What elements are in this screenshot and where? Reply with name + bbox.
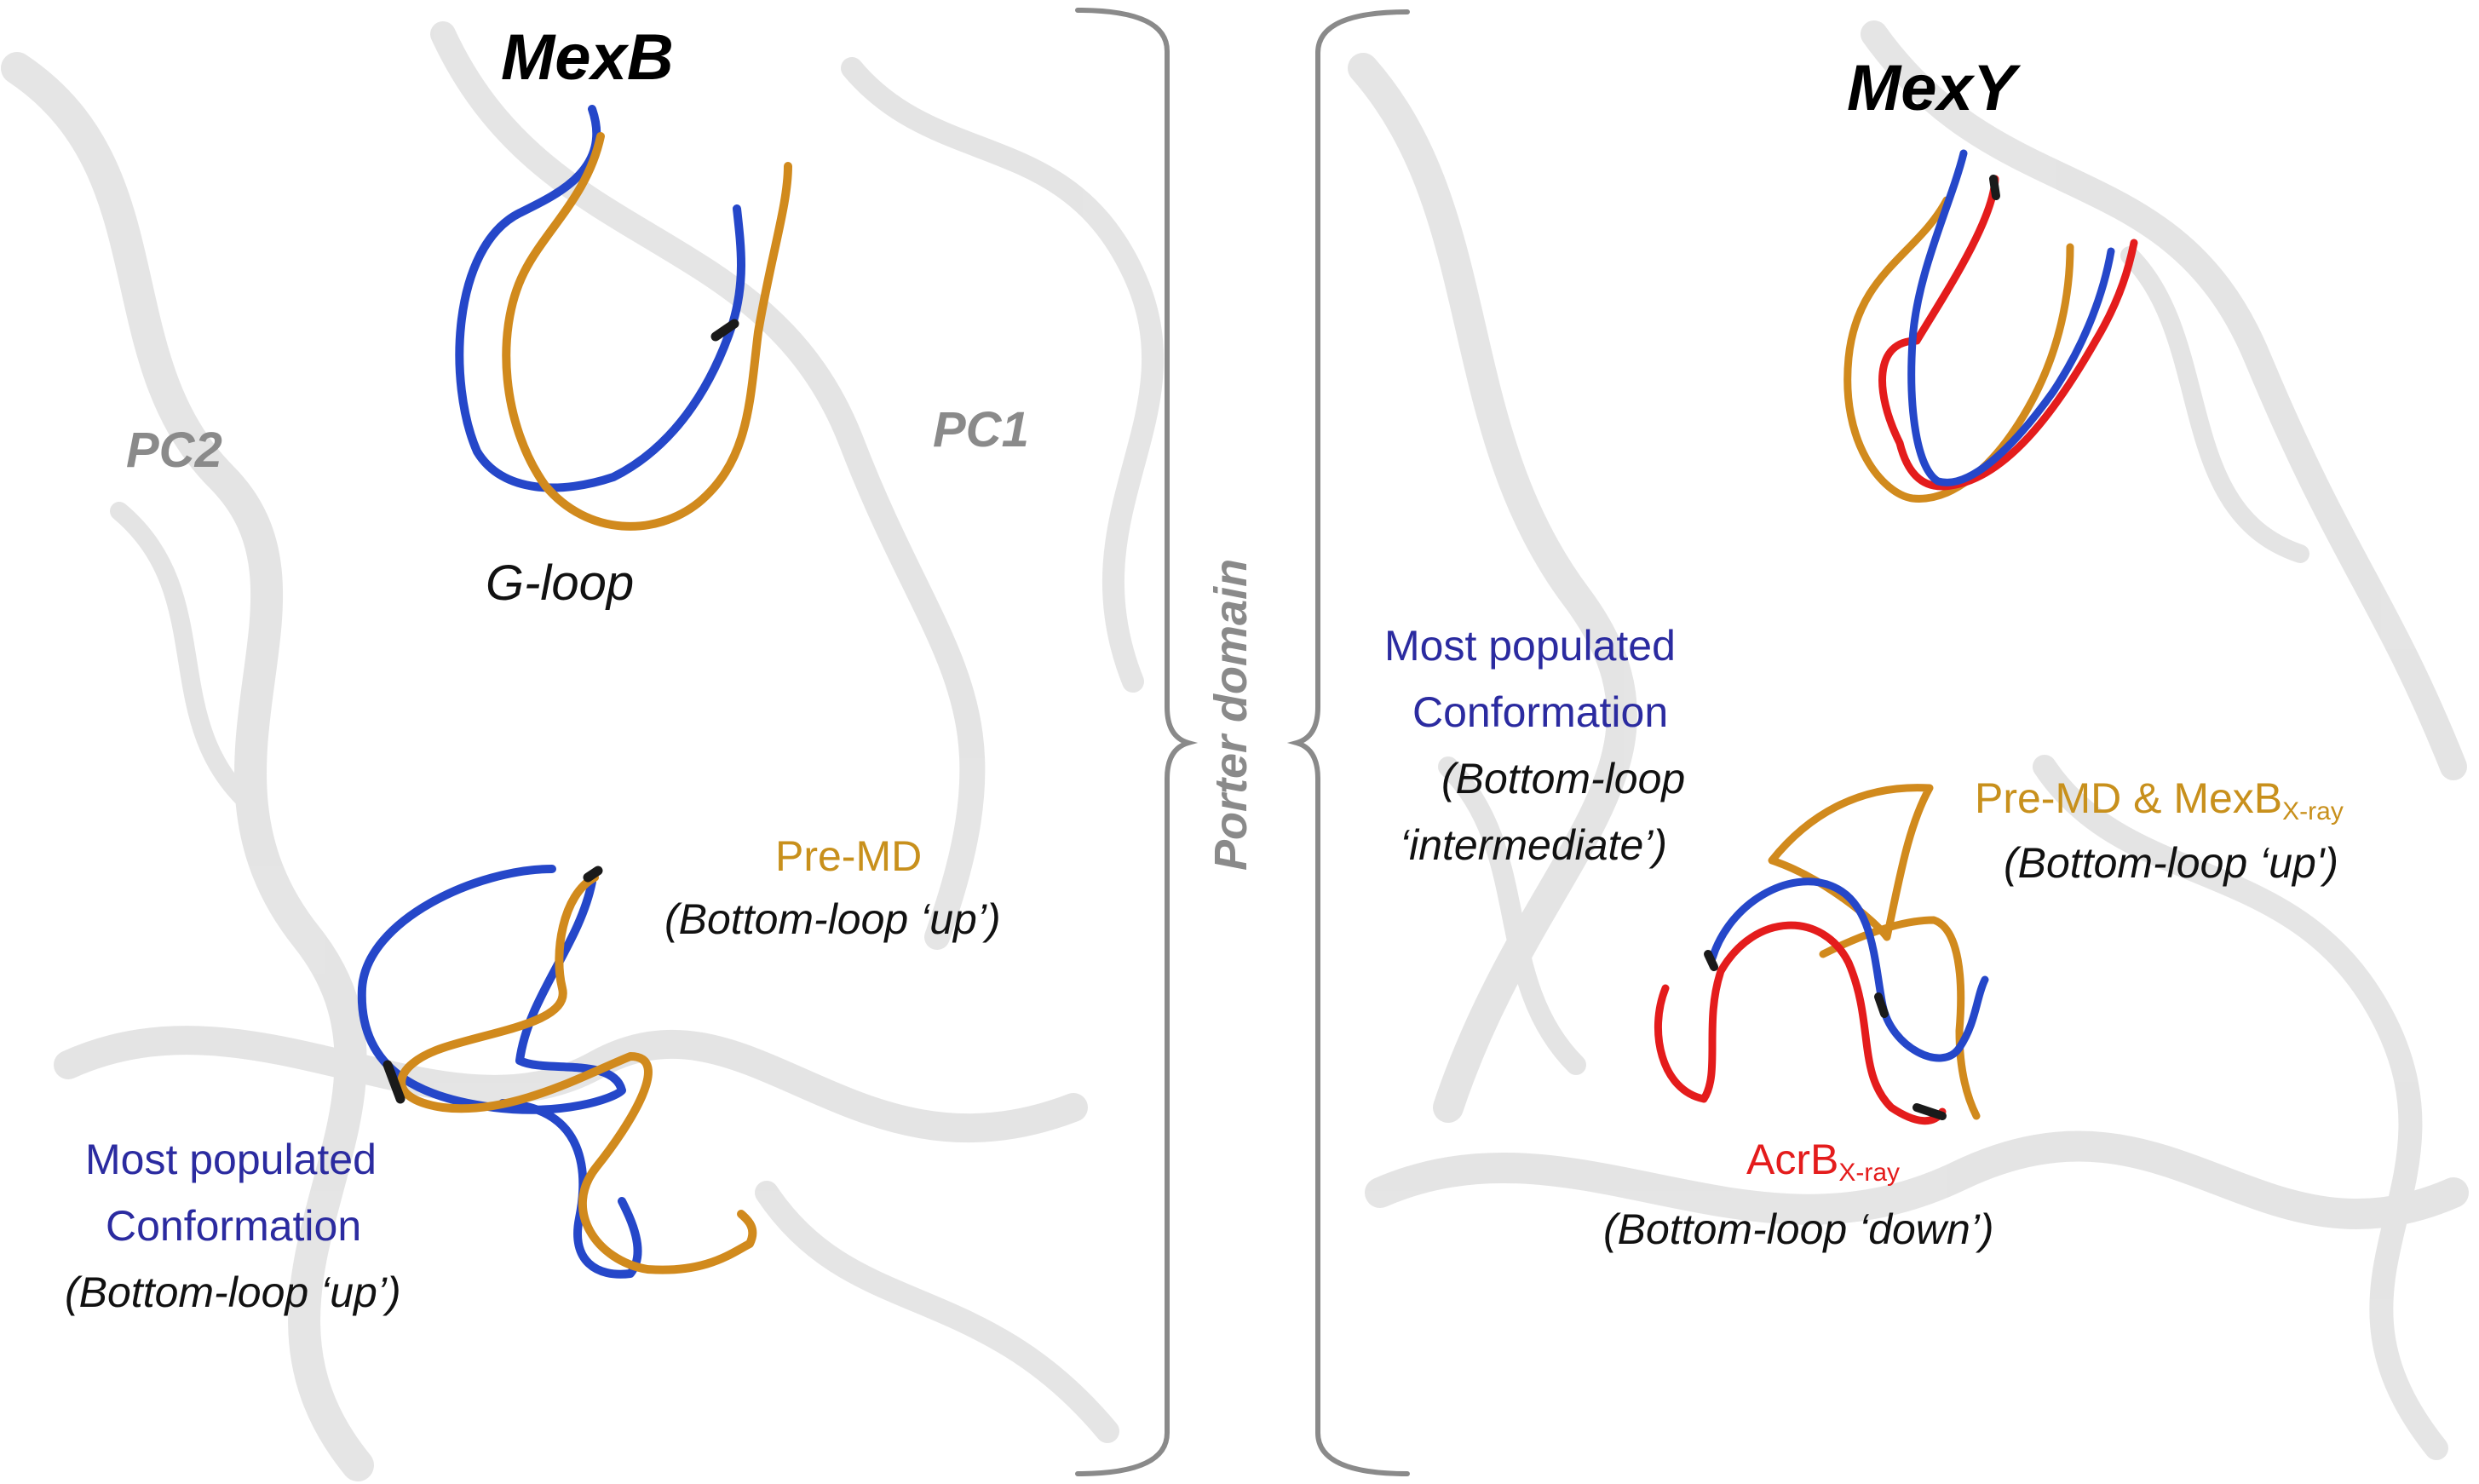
bottom-loop-most-populated-trace <box>357 865 642 1279</box>
mexb-title: MexB <box>501 21 674 94</box>
mexb-most-populated-state: (Bottom-loop ‘up’) <box>65 1268 401 1316</box>
acrb-text: AcrB <box>1746 1136 1839 1183</box>
mexy-most-populated-line2: Conformation <box>1412 688 1669 736</box>
mexb-g-loop-structure <box>455 105 792 531</box>
g-loop-pre-md-trace <box>502 132 792 531</box>
mexy-pre-md-label: Pre-MD & MexBX-ray <box>1975 777 2344 825</box>
mexy-bottom-loop-pre-md-trace <box>1768 784 1981 1120</box>
porter-domain-brackets <box>1075 8 1410 1476</box>
g-loop-junction <box>710 319 739 342</box>
mexy-pre-md-subscript: X-ray <box>2282 797 2344 825</box>
bottom-loop-pre-md-trace <box>397 873 757 1274</box>
mexy-bottom-loop-structure <box>1654 784 1989 1125</box>
mexb-bottom-loop-structure <box>357 865 757 1279</box>
mexy-bottom-loop-red-trace <box>1654 921 1947 1125</box>
g-loop-label: G-loop <box>486 555 635 611</box>
background-ribbons <box>1 20 2469 1481</box>
left-facing-bracket <box>1286 9 1410 1476</box>
pc1-label: PC1 <box>933 402 1029 457</box>
mexy-bottom-loop-junction-2 <box>1912 1103 1947 1120</box>
mexb-most-populated-line2: Conformation <box>106 1202 362 1250</box>
mexy-g-loop-structure <box>1843 149 2138 503</box>
bottom-loop-junction-2 <box>583 866 603 883</box>
mexy-title: MexY <box>1847 52 2016 124</box>
mexy-bottom-loop-junction-3 <box>1874 992 1889 1018</box>
acrb-label: AcrBX-ray <box>1746 1138 1900 1186</box>
right-facing-bracket <box>1075 8 1199 1476</box>
mexy-bottom-loop-blue-trace <box>1708 877 1989 1062</box>
mexy-pre-md-text: Pre-MD & MexB <box>1975 774 2283 822</box>
mexy-g-loop-pre-md-trace <box>1843 196 2074 503</box>
mexy-pre-md-state: (Bottom-loop ‘up') <box>2004 839 2339 887</box>
porter-domain-label: Porter domain <box>1205 558 1257 871</box>
mexy-g-loop-junction <box>1989 175 2000 200</box>
mexb-pre-md-label: Pre-MD <box>775 832 923 880</box>
mexb-most-populated-line1: Most populated <box>85 1136 377 1183</box>
mexy-most-populated-line1: Most populated <box>1384 622 1676 670</box>
pc2-label: PC2 <box>126 423 222 478</box>
mexy-g-loop-blue-trace <box>1907 149 2115 486</box>
mexy-bottom-loop-junction-1 <box>1704 950 1718 971</box>
g-loop-most-populated-trace <box>455 105 745 492</box>
mexb-pre-md-state: (Bottom-loop ‘up’) <box>664 895 1001 943</box>
mexy-most-populated-state-line1: (Bottom-loop <box>1441 755 1686 802</box>
bottom-loop-junction-1 <box>382 1060 405 1104</box>
acrb-state: (Bottom-loop ‘down’) <box>1603 1205 1994 1253</box>
mexy-g-loop-red-trace <box>1878 175 2138 491</box>
acrb-subscript: X-ray <box>1838 1159 1901 1187</box>
mexy-most-populated-state-line2: ‘intermediate’) <box>1400 821 1668 869</box>
